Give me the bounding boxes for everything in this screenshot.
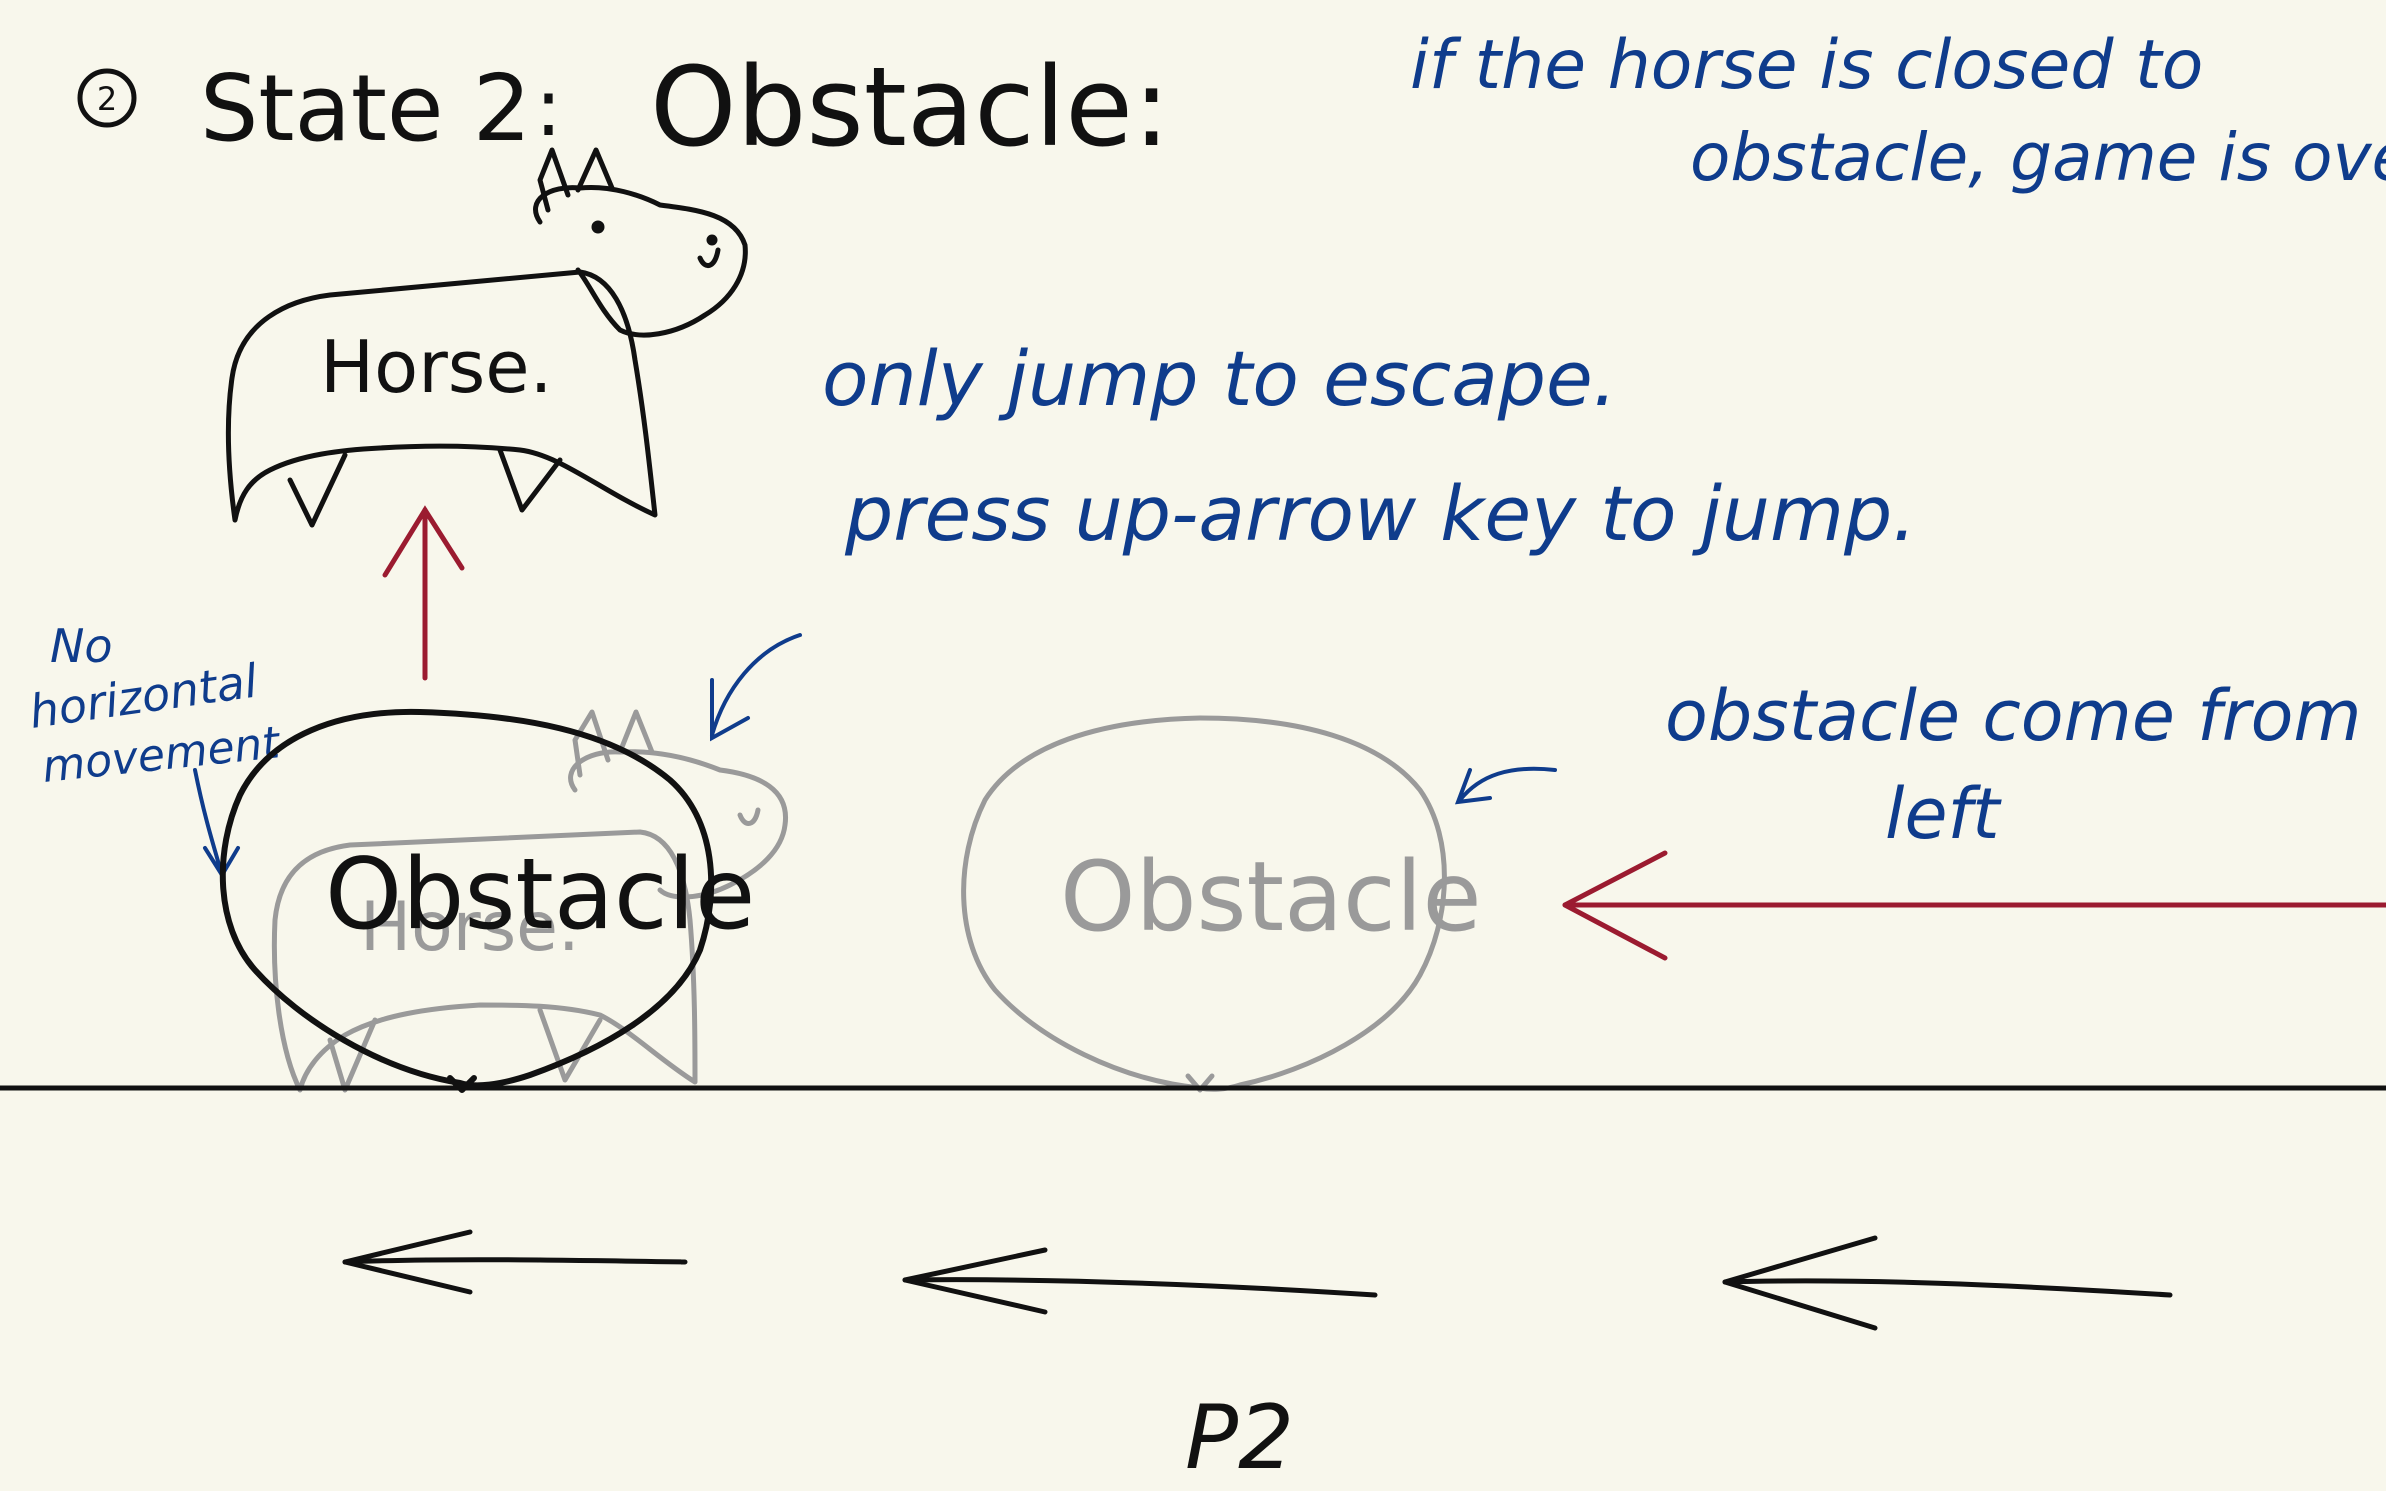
game-over-line-2: obstacle, game is over xyxy=(1690,119,2386,196)
horse-smile xyxy=(697,247,721,268)
scroll-arrow-1 xyxy=(342,1229,688,1295)
obstacle-incoming-pointer xyxy=(1454,766,1557,805)
ghost-horse-ear-right xyxy=(617,709,655,755)
up-arrow xyxy=(382,505,465,681)
heading: 2 State 2 : Obstacle: xyxy=(77,43,1170,171)
scroll-arrows xyxy=(342,1229,2173,1331)
obstacle-direction-line-2: left xyxy=(1885,773,2002,855)
obstacle-direction-line-1: obstacle come from xyxy=(1665,675,2362,757)
page-label: P2 xyxy=(1185,1386,1294,1489)
scroll-arrow-2 xyxy=(902,1247,1378,1315)
obstacle-at-horse-label: Obstacle xyxy=(325,838,755,952)
horse-leg-front xyxy=(287,452,348,528)
ghost-horse-body xyxy=(271,829,698,1093)
horse-ghost xyxy=(271,709,789,1093)
heading-colon: : xyxy=(535,61,562,154)
horse-leg-back xyxy=(497,447,563,513)
incoming-arrow xyxy=(1562,850,2386,961)
horse-ear-right xyxy=(575,147,615,193)
step-number: 2 xyxy=(97,80,117,118)
escape-note: only jump to escape. press up-arrow key … xyxy=(710,334,1916,742)
obstacle-direction-note: obstacle come from left xyxy=(1665,675,2362,855)
ghost-horse-head xyxy=(568,749,789,900)
ghost-horse-leg-back xyxy=(537,1007,603,1083)
escape-line-2: press up-arrow key to jump. xyxy=(844,469,1916,558)
obstacle-incoming-label: Obstacle xyxy=(1060,841,1482,953)
scroll-arrow-3 xyxy=(1722,1235,2173,1331)
no-horizontal-line-1: No xyxy=(50,619,113,673)
horse-body xyxy=(225,269,658,523)
escape-line-1: only jump to escape. xyxy=(822,334,1617,423)
ghost-horse-smile xyxy=(737,807,761,826)
horse-ear-left xyxy=(537,147,571,213)
horse-ghost-label: Horse. xyxy=(360,888,580,967)
ghost-horse-ear-left xyxy=(572,709,611,778)
horse-jumping xyxy=(225,147,748,528)
obstacle-at-horse-outline xyxy=(219,708,715,1089)
step-number-circle xyxy=(77,68,137,128)
game-over-line-1: if the horse is closed to xyxy=(1410,26,2203,105)
no-horizontal-note: No horizontal movement xyxy=(26,619,284,879)
horse-jumping-label: Horse. xyxy=(320,325,553,409)
horse-nostril xyxy=(706,234,718,246)
game-over-note: if the horse is closed to obstacle, game… xyxy=(1410,26,2386,196)
page-title: Obstacle: xyxy=(650,43,1170,171)
state-label: State 2 xyxy=(200,55,531,162)
horse-eye xyxy=(591,220,605,234)
obstacle-incoming-outline xyxy=(961,715,1447,1092)
escape-arrow xyxy=(710,633,802,742)
